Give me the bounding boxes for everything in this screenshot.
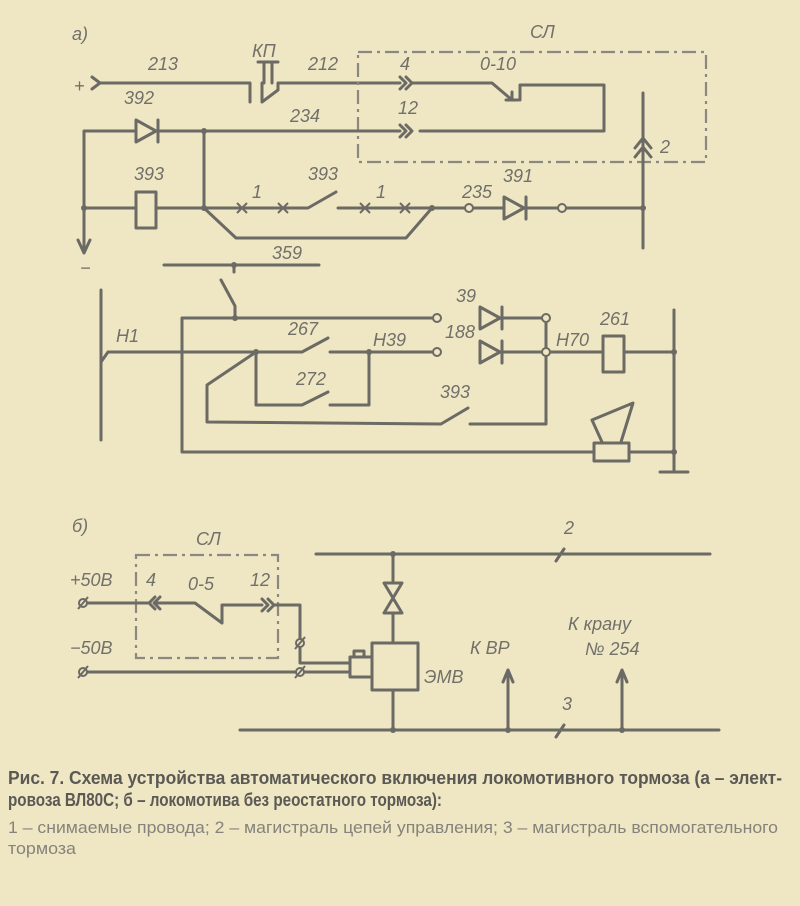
arrow-to-valve	[615, 668, 629, 732]
bus-label-h1: Н1	[116, 326, 139, 346]
contact-12-label: 12	[398, 98, 418, 118]
diode-391	[502, 195, 528, 221]
coil-393	[134, 190, 158, 230]
relay-261	[601, 334, 626, 374]
sl-label: СЛ	[530, 22, 555, 42]
plus-label: +	[74, 76, 85, 96]
kp-label: КП	[252, 41, 277, 61]
panel-label-b: б)	[72, 516, 88, 536]
horn-icon	[590, 401, 635, 444]
emv-coil-cap	[352, 649, 366, 659]
caption-legend-line2: тормоза	[8, 839, 77, 858]
diode-label-391: 391	[503, 166, 533, 186]
wire-label-234: 234	[289, 106, 320, 126]
wire-plus-50v	[81, 595, 352, 665]
minus-50v-label: −50В	[70, 638, 113, 658]
arrow-to-vr	[501, 668, 515, 732]
contact-12-label-b: 12	[250, 570, 270, 590]
caption-title-line1: Рис. 7. Схема устройства автоматического…	[8, 768, 782, 788]
bus-h1	[99, 288, 438, 442]
panel-label-a: а)	[72, 24, 88, 44]
valve-icon	[382, 581, 404, 615]
figure-caption: Рис. 7. Схема устройства автоматического…	[8, 768, 782, 858]
line-label-3: 3	[562, 694, 572, 714]
coil-row-wires	[82, 91, 645, 250]
branch-393	[205, 350, 470, 426]
wire-label-h70: Н70	[556, 330, 589, 350]
sl-label-b: СЛ	[196, 529, 221, 549]
valve-number-label: № 254	[585, 639, 640, 659]
diagram-a: а) + 213 КП 212 4 0-10 12 СЛ 392 234 − 3…	[72, 22, 708, 474]
removable-label-1b: 1	[376, 182, 386, 202]
to-vr-label: К ВР	[470, 638, 510, 658]
emv-label: ЭМВ	[424, 667, 464, 687]
plus-50v-label: +50В	[70, 570, 113, 590]
wire-label-272: 272	[295, 369, 326, 389]
diode-392	[134, 118, 160, 144]
line-label-2b: 2	[563, 518, 574, 538]
wire-label-267: 267	[287, 319, 319, 339]
branch-272	[254, 350, 371, 407]
wire-label-h39: Н39	[373, 330, 406, 350]
line-label-2a: 2	[659, 137, 670, 157]
connector-line-2	[633, 136, 653, 159]
emv-coil	[348, 655, 374, 679]
minus-label: −	[80, 258, 91, 278]
terminals	[77, 596, 306, 679]
diodes-39-188	[478, 305, 504, 365]
connector-12	[398, 123, 414, 139]
emv-valve-body	[370, 641, 420, 692]
removable-label-1a: 1	[252, 182, 262, 202]
contact-label-393b: 393	[440, 382, 470, 402]
wire-label-213: 213	[147, 54, 178, 74]
position-0-10-label: 0-10	[480, 54, 516, 74]
wire-label-212: 212	[307, 54, 338, 74]
diode-label-392: 392	[124, 88, 154, 108]
wire-label-188: 188	[445, 322, 475, 342]
wire-label-235: 235	[461, 182, 493, 202]
to-valve-label: К крану	[568, 614, 632, 634]
coil-label-393: 393	[134, 164, 164, 184]
line-3-aux-brake	[238, 723, 721, 739]
wire-213-212	[90, 60, 402, 104]
diagram-b: б) СЛ +50В 4 0-5 12 −50В ЭМВ 2 3 К ВР К …	[70, 516, 721, 739]
contact-label-393: 393	[308, 164, 338, 184]
lower-circuit-wires	[180, 308, 690, 474]
relay-label-261: 261	[599, 309, 630, 329]
contact-4-label-b: 4	[146, 570, 156, 590]
wire-234	[76, 129, 402, 255]
sl-boundary	[356, 50, 708, 164]
caption-title-line2: ровоза ВЛ80С; б – локомотива без реостат…	[8, 790, 442, 810]
sl-contacts-0-10	[398, 75, 606, 133]
horn-base	[592, 441, 631, 463]
wire-label-39: 39	[456, 286, 476, 306]
caption-legend-line1: 1 – снимаемые провода; 2 – магистраль це…	[8, 818, 778, 837]
line-2-control-circuit	[314, 547, 712, 563]
contact-4-label: 4	[400, 54, 410, 74]
wire-label-359: 359	[272, 243, 302, 263]
wire-359	[162, 263, 321, 320]
removable-wire-marks	[236, 202, 411, 214]
position-0-5-label: 0-5	[188, 574, 215, 594]
